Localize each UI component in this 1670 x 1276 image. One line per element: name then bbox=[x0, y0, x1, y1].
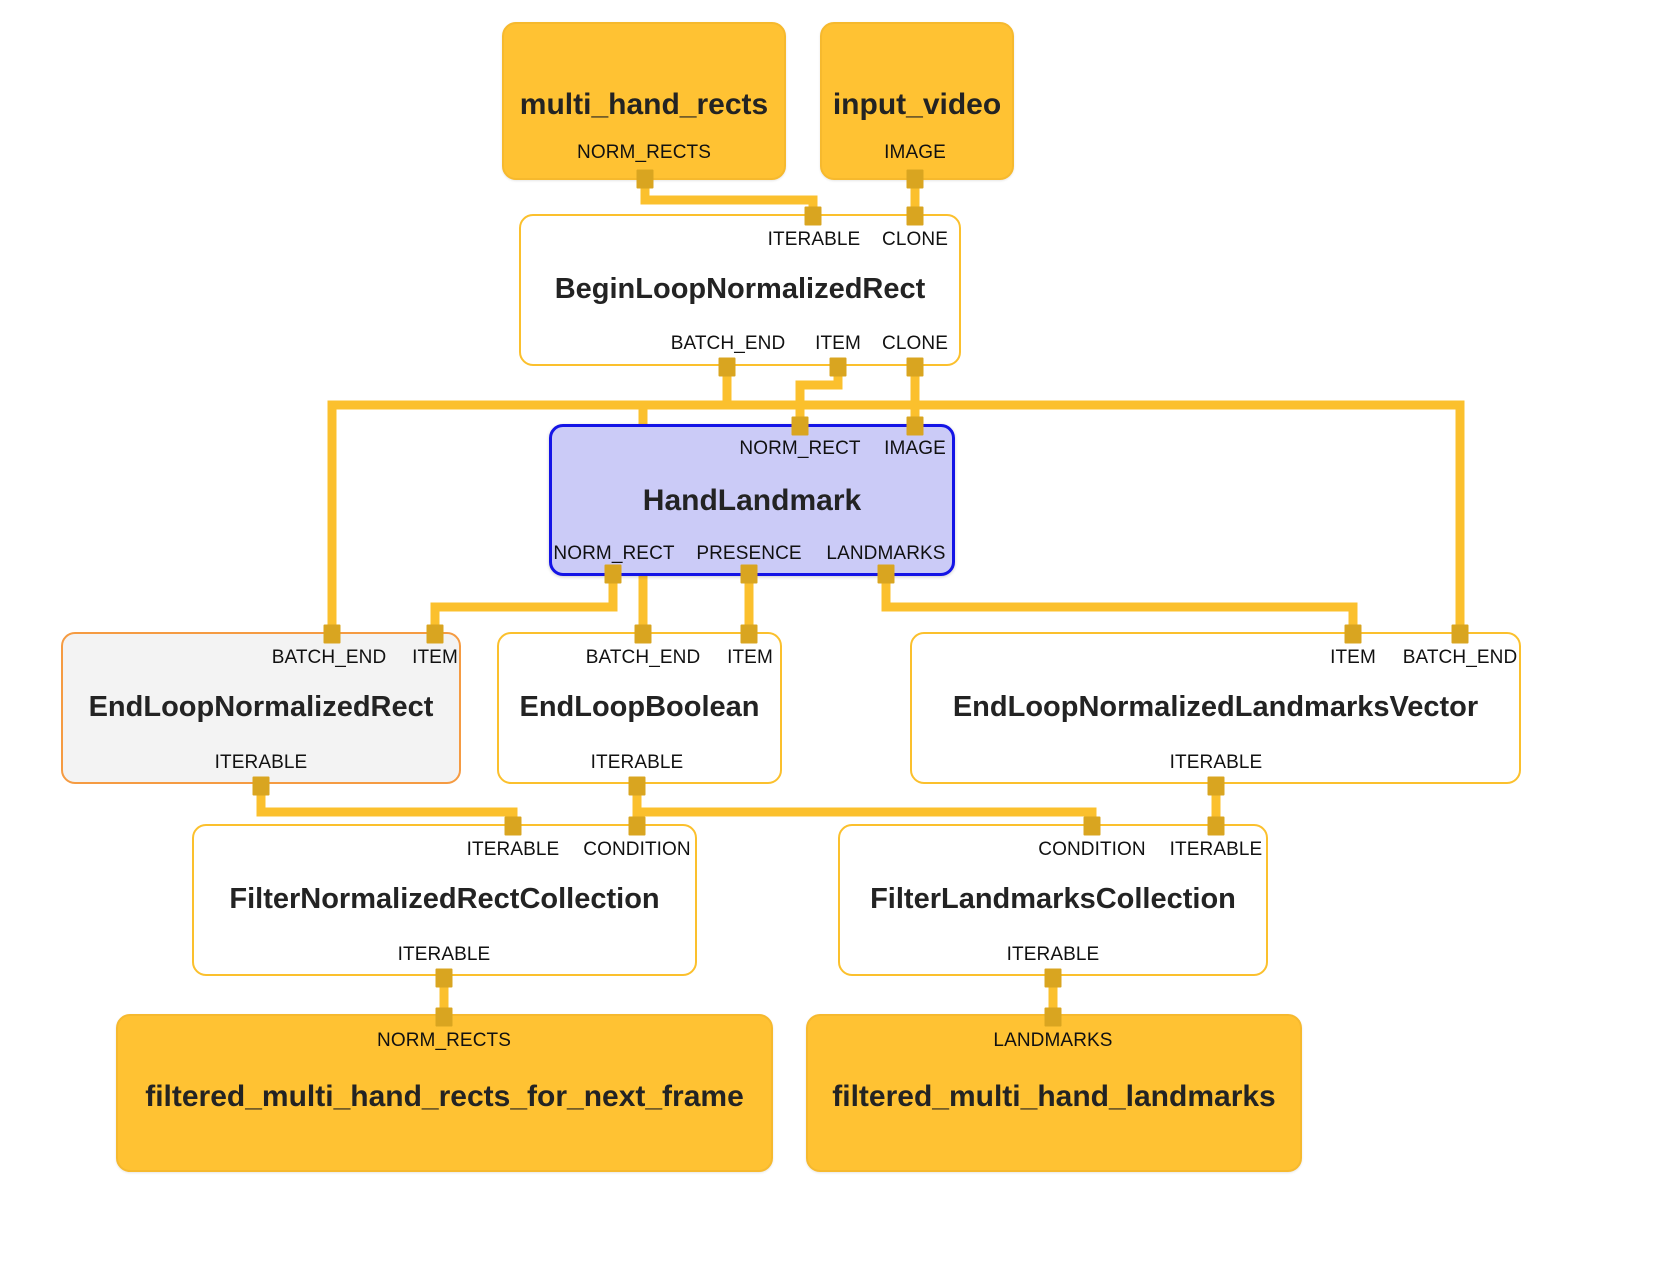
port-nub-iv-image[interactable] bbox=[906, 169, 924, 189]
node-title: EndLoopBoolean bbox=[519, 691, 760, 724]
port-label-hand-landmark-out-norm-rect: NORM_RECT bbox=[553, 543, 675, 564]
port-nub-hl-out-presence[interactable] bbox=[740, 564, 758, 584]
port-label-end-loop-rect-in-item: ITEM bbox=[412, 647, 458, 668]
port-nub-hl-out-landmarks[interactable] bbox=[877, 564, 895, 584]
port-label-filter-rect-in-condition: CONDITION bbox=[583, 839, 691, 860]
node-input-video[interactable]: input_video bbox=[820, 22, 1014, 180]
port-label-out-landmarks-in-landmarks: LANDMARKS bbox=[993, 1030, 1113, 1051]
port-nub-ell-in-item[interactable] bbox=[1344, 624, 1362, 644]
node-title: HandLandmark bbox=[642, 483, 862, 517]
node-filter-landmarks-collection[interactable]: FilterLandmarksCollection bbox=[838, 824, 1268, 976]
port-nub-elb-in-batch-end[interactable] bbox=[634, 624, 652, 644]
port-label-end-loop-lmk-in-item: ITEM bbox=[1330, 647, 1376, 668]
node-title: EndLoopNormalizedLandmarksVector bbox=[952, 691, 1479, 724]
port-label-filter-rect-in-iterable: ITERABLE bbox=[466, 839, 560, 860]
port-label-end-loop-bool-out-iterable: ITERABLE bbox=[590, 752, 684, 773]
port-nub-mhr-normrects[interactable] bbox=[636, 169, 654, 189]
port-nub-fl-out-iterable[interactable] bbox=[1044, 968, 1062, 988]
port-nub-out-rects-norm-rects[interactable] bbox=[435, 1007, 453, 1027]
node-title: FilterNormalizedRectCollection bbox=[229, 883, 660, 916]
port-nub-fr-in-iterable[interactable] bbox=[504, 816, 522, 836]
port-label-end-loop-bool-in-batch-end: BATCH_END bbox=[585, 647, 701, 668]
port-nub-hl-in-image[interactable] bbox=[906, 416, 924, 436]
port-nub-bl-out-batch-end[interactable] bbox=[718, 357, 736, 377]
port-nub-ell-in-batch-end[interactable] bbox=[1451, 624, 1469, 644]
port-label-hand-landmark-in-norm-rect: NORM_RECT bbox=[739, 438, 861, 459]
node-title: multi_hand_rects bbox=[519, 87, 769, 121]
port-label-begin-loop-in-clone: CLONE bbox=[882, 229, 948, 250]
port-nub-bl-in-iterable[interactable] bbox=[804, 206, 822, 226]
port-nub-fr-in-condition[interactable] bbox=[628, 816, 646, 836]
port-label-end-loop-bool-in-item: ITEM bbox=[727, 647, 773, 668]
port-nub-hl-out-norm-rect[interactable] bbox=[604, 564, 622, 584]
port-label-end-loop-rect-out-iterable: ITERABLE bbox=[214, 752, 308, 773]
port-label-end-loop-lmk-out-iterable: ITERABLE bbox=[1169, 752, 1263, 773]
port-label-filter-lmk-out-iterable: ITERABLE bbox=[1006, 944, 1100, 965]
port-nub-bl-out-clone[interactable] bbox=[906, 357, 924, 377]
port-nub-out-landmarks-landmarks[interactable] bbox=[1044, 1007, 1062, 1027]
node-end-loop-normalized-landmarks-vector[interactable]: EndLoopNormalizedLandmarksVector bbox=[910, 632, 1521, 784]
port-nub-fr-out-iterable[interactable] bbox=[435, 968, 453, 988]
edge-normrects-to-iterable bbox=[640, 178, 818, 218]
port-label-multi-hand-rects-out: NORM_RECTS bbox=[576, 142, 712, 163]
node-multi-hand-rects[interactable]: multi_hand_rects bbox=[502, 22, 786, 180]
port-label-begin-loop-out-batch-end: BATCH_END bbox=[670, 333, 786, 354]
port-label-hand-landmark-out-landmarks: LANDMARKS bbox=[826, 543, 946, 564]
node-begin-loop-normalized-rect[interactable]: BeginLoopNormalizedRect bbox=[519, 214, 961, 366]
node-title: BeginLoopNormalizedRect bbox=[554, 273, 926, 306]
port-nub-bl-out-item[interactable] bbox=[829, 357, 847, 377]
port-nub-elb-in-item[interactable] bbox=[740, 624, 758, 644]
node-hand-landmark[interactable]: HandLandmark bbox=[549, 424, 955, 576]
port-label-begin-loop-in-iterable: ITERABLE bbox=[767, 229, 861, 250]
node-title: EndLoopNormalizedRect bbox=[88, 691, 434, 724]
node-end-loop-boolean[interactable]: EndLoopBoolean bbox=[497, 632, 782, 784]
port-nub-elr-in-batch-end[interactable] bbox=[323, 624, 341, 644]
port-label-filter-rect-out-iterable: ITERABLE bbox=[397, 944, 491, 965]
port-nub-hl-in-norm-rect[interactable] bbox=[791, 416, 809, 436]
node-title: filtered_multi_hand_landmarks bbox=[832, 1079, 1276, 1113]
port-label-end-loop-lmk-in-batch-end: BATCH_END bbox=[1402, 647, 1518, 668]
node-filter-normalized-rect-collection[interactable]: FilterNormalizedRectCollection bbox=[192, 824, 697, 976]
port-nub-fl-in-iterable[interactable] bbox=[1207, 816, 1225, 836]
edge-hl-normrect-to-item bbox=[430, 573, 618, 634]
node-title: FilterLandmarksCollection bbox=[870, 883, 1236, 916]
port-label-filter-lmk-in-iterable: ITERABLE bbox=[1169, 839, 1263, 860]
port-label-begin-loop-out-item: ITEM bbox=[815, 333, 861, 354]
port-nub-ell-out-iterable[interactable] bbox=[1207, 776, 1225, 796]
port-nub-elr-in-item[interactable] bbox=[426, 624, 444, 644]
port-nub-elb-out-iterable[interactable] bbox=[628, 776, 646, 796]
port-label-end-loop-rect-in-batch-end: BATCH_END bbox=[271, 647, 387, 668]
node-title: input_video bbox=[832, 87, 1002, 121]
node-filtered-multi-hand-rects-for-next-frame[interactable]: filtered_multi_hand_rects_for_next_frame bbox=[116, 1014, 773, 1172]
port-label-filter-lmk-in-condition: CONDITION bbox=[1038, 839, 1146, 860]
port-nub-elr-out-iterable[interactable] bbox=[252, 776, 270, 796]
port-label-out-rects-in-norm-rects: NORM_RECTS bbox=[376, 1030, 512, 1051]
port-label-hand-landmark-in-image: IMAGE bbox=[884, 438, 946, 459]
node-end-loop-normalized-rect[interactable]: EndLoopNormalizedRect bbox=[61, 632, 461, 784]
port-label-hand-landmark-out-presence: PRESENCE bbox=[696, 543, 802, 564]
port-nub-bl-in-clone[interactable] bbox=[906, 206, 924, 226]
node-title: filtered_multi_hand_rects_for_next_frame bbox=[145, 1079, 744, 1113]
node-filtered-multi-hand-landmarks[interactable]: filtered_multi_hand_landmarks bbox=[806, 1014, 1302, 1172]
edge-landmarks-to-item bbox=[881, 573, 1358, 634]
port-nub-fl-in-condition[interactable] bbox=[1083, 816, 1101, 836]
port-label-input-video-out: IMAGE bbox=[884, 142, 946, 163]
port-label-begin-loop-out-clone: CLONE bbox=[882, 333, 948, 354]
